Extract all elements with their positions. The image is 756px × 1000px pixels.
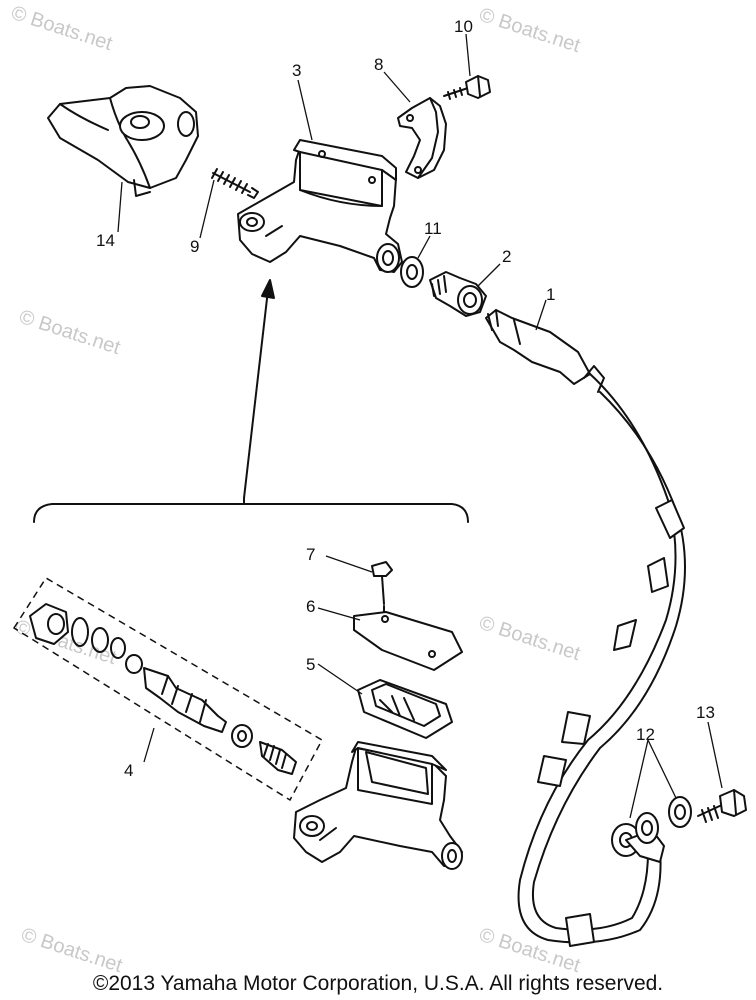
part-5-diaphragm <box>357 679 453 739</box>
callout-labels: 1 2 3 4 5 6 7 8 9 10 11 12 13 14 <box>96 17 715 780</box>
part-4-piston-kit <box>12 576 324 802</box>
callout-3: 3 <box>292 61 301 80</box>
part-6-cover <box>353 611 463 671</box>
watermark-mid-left: © Boats.net <box>16 306 123 359</box>
callout-8: 8 <box>374 55 383 74</box>
watermark-top-left: © Boats.net <box>8 2 115 55</box>
part-12-washers <box>635 796 692 844</box>
callout-11: 11 <box>424 219 442 238</box>
leader-lines <box>117 33 723 819</box>
part-9-screw <box>211 168 259 199</box>
copyright-notice: ©2013 Yamaha Motor Corporation, U.S.A. A… <box>92 972 664 995</box>
watermark-mid-right: © Boats.net <box>476 612 583 665</box>
part-13-banjo-bolt <box>697 789 747 823</box>
callout-10: 10 <box>454 17 473 36</box>
callout-13: 13 <box>696 703 715 722</box>
callout-14: 14 <box>96 231 115 250</box>
callout-6: 6 <box>306 597 315 616</box>
callout-7: 7 <box>306 545 315 564</box>
callout-2: 2 <box>502 247 511 266</box>
watermark-top-right: © Boats.net <box>476 4 583 57</box>
watermark-bottom-left: © Boats.net <box>18 924 125 977</box>
part-10-bolt <box>443 75 491 100</box>
callout-12: 12 <box>636 725 655 744</box>
part-11-washer <box>400 256 424 288</box>
part-7-screw <box>371 561 393 613</box>
part-2-fitting <box>429 271 487 317</box>
detail-arrow <box>33 279 469 523</box>
callout-4: 4 <box>124 761 133 780</box>
callout-5: 5 <box>306 655 315 674</box>
part-3-lower-master-cylinder <box>293 741 463 870</box>
part-8-clamp <box>397 97 447 179</box>
callout-1: 1 <box>546 285 555 304</box>
part-3-master-cylinder <box>237 139 403 273</box>
part-14-cover <box>47 85 199 197</box>
callout-9: 9 <box>190 237 199 256</box>
part-1-brake-hose <box>485 309 686 947</box>
